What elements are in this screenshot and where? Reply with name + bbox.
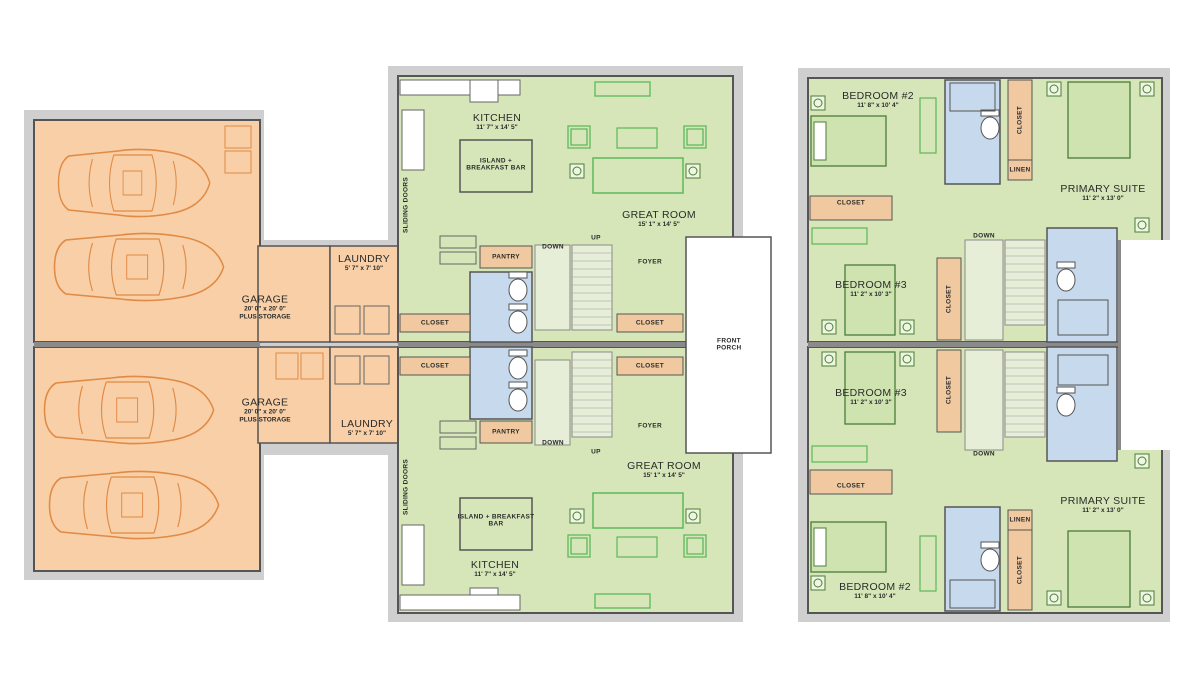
linen-label-top: LINEN — [1009, 166, 1031, 174]
garage-top-floor — [33, 119, 261, 343]
linen-top — [1007, 159, 1033, 181]
porch-line: FRONT — [717, 337, 741, 345]
room-dims: 11' 2" x 10' 3" — [850, 291, 892, 299]
closet-bed2-top — [809, 195, 893, 221]
room-dims: 20' 0" x 20' 0" — [244, 408, 286, 416]
closet-label: CLOSET — [945, 284, 953, 314]
pantry-label-top: PANTRY — [492, 253, 520, 261]
stairs-down-top: DOWN — [542, 243, 564, 251]
room-dims: 15' 1" x 14' 5" — [643, 472, 685, 480]
pantry-top — [479, 245, 533, 269]
closet-bed3-bottom — [936, 349, 962, 433]
closet-primary-top — [1007, 79, 1033, 161]
room-name: GARAGE — [241, 293, 289, 306]
room-name: LAUNDRY — [337, 253, 391, 266]
front-porch — [685, 236, 772, 454]
room-dims: 5' 7" x 7' 10" — [347, 430, 387, 438]
closet-primary-bottom — [1007, 529, 1033, 611]
primary-suite-label-bottom: PRIMARY SUITE 11' 2" x 13' 0" — [1060, 495, 1145, 515]
bedroom2-label-bottom: BEDROOM #2 11' 8" x 10' 4" — [839, 581, 911, 601]
sliding-doors-top: SLIDING DOORS — [402, 177, 410, 233]
room-name: BEDROOM #2 — [839, 581, 911, 594]
porch-line: PORCH — [716, 345, 742, 352]
kitchen-label-top: KITCHEN 11' 7" x 14' 5" — [473, 112, 521, 132]
closet-laundry-top — [399, 313, 471, 333]
closet-laundry-bottom — [399, 356, 471, 376]
garage-bottom-floor — [33, 346, 261, 572]
closet-label: CLOSET — [836, 199, 866, 207]
laundry-label-top: LAUNDRY 5' 7" x 7' 10" — [338, 253, 390, 273]
closet-label: CLOSET — [1016, 555, 1024, 585]
island-label-bottom: ISLAND + BREAKFAST BAR — [458, 514, 535, 529]
linen-bottom — [1007, 509, 1033, 531]
foyer-label-top: FOYER — [638, 258, 662, 266]
room-name: BEDROOM #3 — [835, 279, 907, 292]
island-line: BAR — [488, 521, 504, 528]
room-dims: 11' 7" x 14' 5" — [476, 124, 518, 132]
closet-label: CLOSET — [945, 375, 953, 405]
stairs-up-top: UP — [591, 234, 601, 242]
stairs-down-bottom: DOWN — [973, 450, 995, 458]
room-dims: 11' 8" x 10' 4" — [854, 593, 896, 601]
island-line: ISLAND + — [479, 157, 513, 165]
great-room-label-top: GREAT ROOM 15' 1" x 14' 5" — [622, 209, 696, 229]
room-dims: 11' 7" x 14' 5" — [474, 571, 516, 579]
room-note: PLUS STORAGE — [239, 313, 291, 321]
room-dims: 11' 2" x 13' 0" — [1082, 507, 1124, 515]
garage-label-top: GARAGE 20' 0" x 20' 0" PLUS STORAGE — [239, 294, 290, 321]
room-dims: 11' 8" x 10' 4" — [857, 102, 899, 110]
room-name: PRIMARY SUITE — [1060, 495, 1146, 508]
room-dims: 20' 0" x 20' 0" — [244, 305, 286, 313]
bedroom2-label-top: BEDROOM #2 11' 8" x 10' 4" — [842, 90, 914, 110]
room-dims: 15' 1" x 14' 5" — [638, 221, 680, 229]
closet-label: CLOSET — [635, 362, 665, 370]
room-name: KITCHEN — [472, 112, 522, 125]
great-room-label-bottom: GREAT ROOM 15' 1" x 14' 5" — [627, 460, 701, 480]
front-porch-label: FRONT PORCH — [717, 338, 742, 353]
island-line: BREAKFAST BAR — [466, 165, 526, 172]
room-note: PLUS STORAGE — [239, 416, 291, 424]
island-line: ISLAND + BREAKFAST — [457, 513, 535, 521]
linen-label-bottom: LINEN — [1009, 516, 1031, 524]
closet-label: CLOSET — [836, 482, 866, 490]
room-name: BEDROOM #3 — [835, 387, 907, 400]
closet-label: CLOSET — [635, 319, 665, 327]
pantry-label-bottom: PANTRY — [492, 428, 520, 436]
room-name: PRIMARY SUITE — [1060, 183, 1146, 196]
sliding-doors-bottom: SLIDING DOORS — [402, 459, 410, 515]
kitchen-label-bottom: KITCHEN 11' 7" x 14' 5" — [471, 559, 519, 579]
stairs-down-bottom: DOWN — [542, 439, 564, 447]
foyer-label-bottom: FOYER — [638, 422, 662, 430]
primary-suite-label-top: PRIMARY SUITE 11' 2" x 13' 0" — [1060, 183, 1145, 203]
bedroom3-label-bottom: BEDROOM #3 11' 2" x 10' 3" — [835, 387, 907, 407]
room-dims: 5' 7" x 7' 10" — [344, 265, 384, 273]
room-name: LAUNDRY — [340, 418, 394, 431]
room-name: GREAT ROOM — [622, 209, 696, 222]
pantry-bottom — [479, 420, 533, 444]
closet-label: CLOSET — [420, 319, 450, 327]
room-dims: 11' 2" x 13' 0" — [1082, 195, 1124, 203]
stairs-up-bottom: UP — [591, 448, 601, 456]
closet-foyer-bottom — [616, 356, 684, 376]
room-name: GARAGE — [241, 396, 289, 409]
island-label-top: ISLAND + BREAKFAST BAR — [466, 158, 526, 173]
garage-label-bottom: GARAGE 20' 0" x 20' 0" PLUS STORAGE — [239, 397, 290, 424]
room-name: BEDROOM #2 — [842, 90, 914, 103]
island-top — [459, 139, 533, 193]
closet-label: CLOSET — [420, 362, 450, 370]
room-name: KITCHEN — [470, 559, 520, 572]
closet-label: CLOSET — [1016, 105, 1024, 135]
stairs-down-top: DOWN — [973, 232, 995, 240]
bedroom3-label-top: BEDROOM #3 11' 2" x 10' 3" — [835, 279, 907, 299]
laundry-label-bottom: LAUNDRY 5' 7" x 7' 10" — [341, 418, 393, 438]
room-name: GREAT ROOM — [627, 460, 701, 473]
room-dims: 11' 2" x 10' 3" — [850, 399, 892, 407]
closet-bed2-bottom — [809, 469, 893, 495]
closet-bed3-top — [936, 257, 962, 341]
closet-foyer-top — [616, 313, 684, 333]
island-bottom — [459, 497, 533, 551]
